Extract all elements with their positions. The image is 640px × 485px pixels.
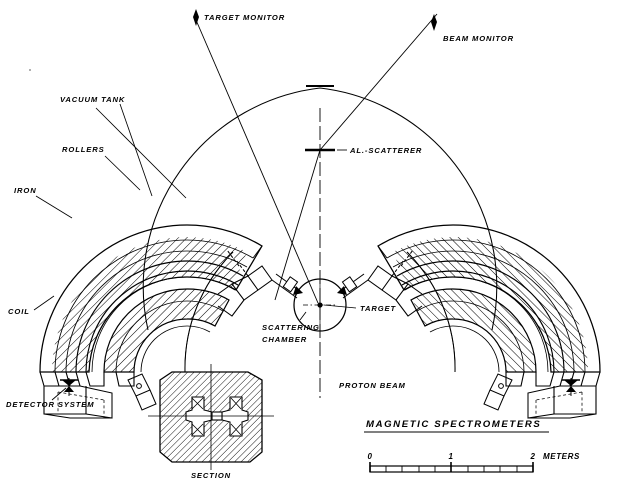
figure-title: MAGNETIC SPECTROMETERS xyxy=(366,419,541,430)
label-scattering-chamber-line2: CHAMBER xyxy=(262,335,307,344)
section-inset xyxy=(148,364,274,470)
scan-artifact-speck xyxy=(29,69,31,71)
section-caption: SECTION xyxy=(191,471,231,480)
label-proton-beam: PROTON BEAM xyxy=(339,381,406,390)
scale-tick-2: 2 xyxy=(529,452,535,461)
right-pole-ring-outline xyxy=(410,288,537,373)
scale-unit: METERS xyxy=(543,452,580,461)
label-coil: COIL xyxy=(8,307,30,316)
label-vacuum-tank: VACUUM TANK xyxy=(60,95,125,104)
left-pole-ring-outline xyxy=(103,288,230,373)
monitor-sight-lines xyxy=(195,13,438,304)
left-coil-band-outer xyxy=(75,260,244,373)
left-iron-yoke-outline xyxy=(39,224,263,373)
left-chamber-port xyxy=(293,286,303,295)
right-coil-lead-box xyxy=(527,385,597,419)
left-detector-system xyxy=(60,378,78,396)
label-target: TARGET xyxy=(360,304,397,313)
label-al-scatterer: AL.-SCATTERER xyxy=(349,146,422,155)
left-rollers-detail xyxy=(127,373,157,411)
right-detector-system xyxy=(562,378,580,396)
scale-bar: 0 1 2 METERS xyxy=(367,452,580,473)
target-monitor-marker xyxy=(193,9,199,26)
right-rollers-detail xyxy=(483,373,513,411)
right-snout-arm xyxy=(338,249,423,317)
label-scattering-chamber-line1: SCATTERING xyxy=(262,323,320,332)
right-chamber-port xyxy=(337,286,347,295)
label-rollers: ROLLERS xyxy=(62,145,105,154)
leader-lines xyxy=(33,103,456,401)
label-beam-monitor: BEAM MONITOR xyxy=(443,34,514,43)
label-iron: IRON xyxy=(14,186,37,195)
target xyxy=(317,302,323,308)
label-detector-system: DETECTOR SYSTEM xyxy=(6,400,94,409)
left-coil-lead-box xyxy=(43,385,113,419)
scale-tick-1: 1 xyxy=(448,452,453,461)
label-target-monitor: TARGET MONITOR xyxy=(204,13,285,22)
beam-monitor-marker xyxy=(431,14,437,31)
right-iron-yoke-outline xyxy=(377,224,601,373)
right-coil-band-outer xyxy=(396,260,565,373)
scale-tick-0: 0 xyxy=(367,452,372,461)
